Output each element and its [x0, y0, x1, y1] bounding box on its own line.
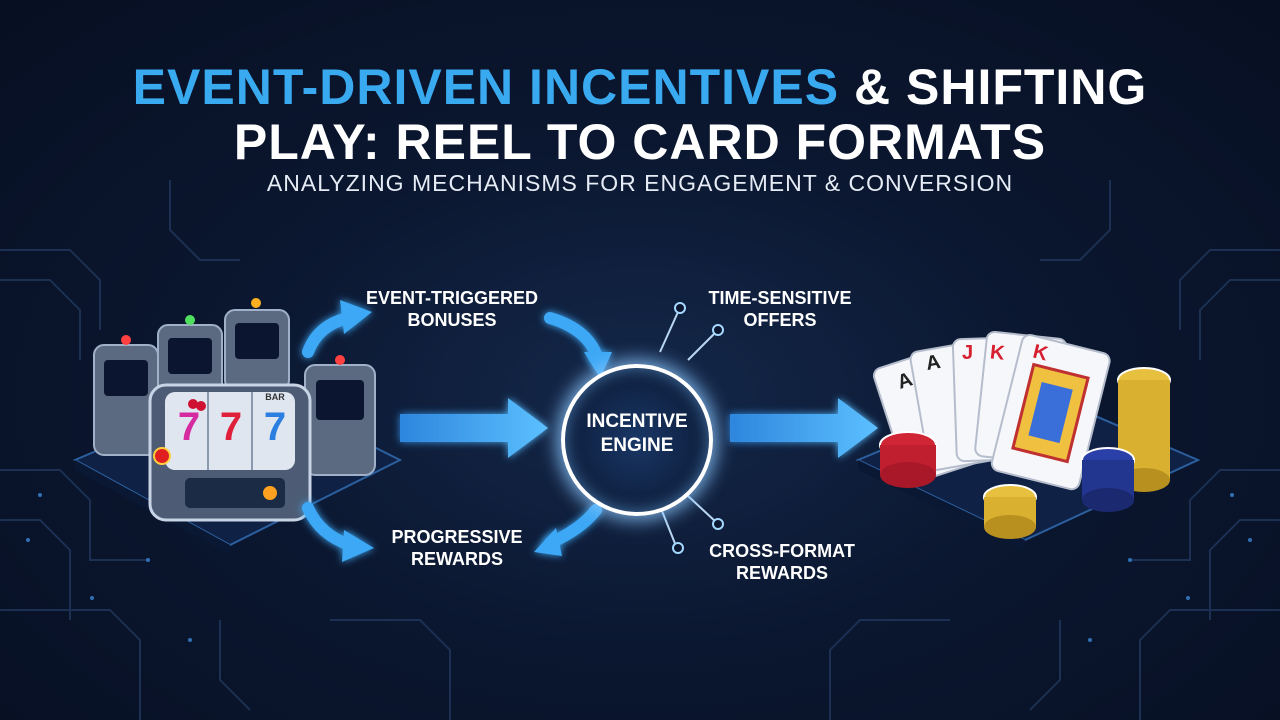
slot-reel-2: 7 — [219, 405, 243, 449]
slot-machine-main — [148, 383, 312, 522]
page-subtitle: ANALYZING MECHANISMS FOR ENGAGEMENT & CO… — [266, 170, 1014, 196]
incentive-engine-label: INCENTIVE ENGINE — [561, 410, 713, 458]
arrowhead-engine-progressive — [534, 528, 562, 556]
label-time-sensitive-offers: TIME-SENSITIVE OFFERS — [690, 287, 870, 331]
label-event-triggered-bonuses: EVENT-TRIGGERED BONUSES — [352, 287, 552, 331]
label-progressive-line-1: PROGRESSIVE — [391, 527, 523, 547]
label-event-line-1: EVENT-TRIGGERED — [365, 288, 539, 308]
card-rank-3: J — [962, 342, 974, 364]
arrow-from-engine — [730, 398, 878, 458]
slot-reel-3: 7 — [263, 405, 287, 449]
node-cross-format-1 — [672, 542, 684, 554]
node-time-sensitive-1 — [674, 302, 686, 314]
arrowhead-event-bonuses — [340, 300, 372, 334]
label-event-line-2: BONUSES — [407, 310, 497, 330]
card-rank-4: K — [988, 341, 1006, 365]
arrowhead-progressive — [342, 530, 374, 562]
label-cross-format-rewards: CROSS-FORMAT REWARDS — [692, 540, 872, 584]
label-progressive-rewards: PROGRESSIVE REWARDS — [372, 526, 542, 570]
label-cross-line-2: REWARDS — [735, 563, 828, 583]
arrowhead-bonus-engine — [584, 352, 612, 378]
label-progressive-line-2: REWARDS — [410, 549, 503, 569]
node-time-sensitive-2 — [712, 324, 724, 336]
engine-label-line-2: ENGINE — [600, 435, 674, 456]
title-rest-text: & SHIFTING — [839, 59, 1148, 115]
page-title-line-1: EVENT-DRIVEN INCENTIVES & SHIFTING — [0, 58, 1280, 116]
title-accent-text: EVENT-DRIVEN INCENTIVES — [132, 59, 840, 115]
slot-machines-back — [93, 298, 376, 476]
slot-bar-symbol: BAR — [265, 392, 285, 402]
label-cross-line-1: CROSS-FORMAT — [709, 541, 855, 561]
slot-reel-1: 7 — [177, 405, 201, 449]
arrow-to-engine — [400, 398, 548, 458]
label-time-line-1: TIME-SENSITIVE — [708, 288, 852, 308]
playing-cards — [872, 330, 1111, 491]
engine-label-line-1: INCENTIVE — [586, 411, 688, 432]
poker-chips — [879, 367, 1171, 539]
arrow-to-event-bonuses — [302, 312, 354, 358]
label-time-line-2: OFFERS — [743, 310, 817, 330]
node-cross-format-2 — [712, 518, 724, 530]
page-title-line-2: PLAY: REEL TO CARD FORMATS — [233, 114, 1047, 170]
incentive-engine-circle — [561, 364, 713, 516]
